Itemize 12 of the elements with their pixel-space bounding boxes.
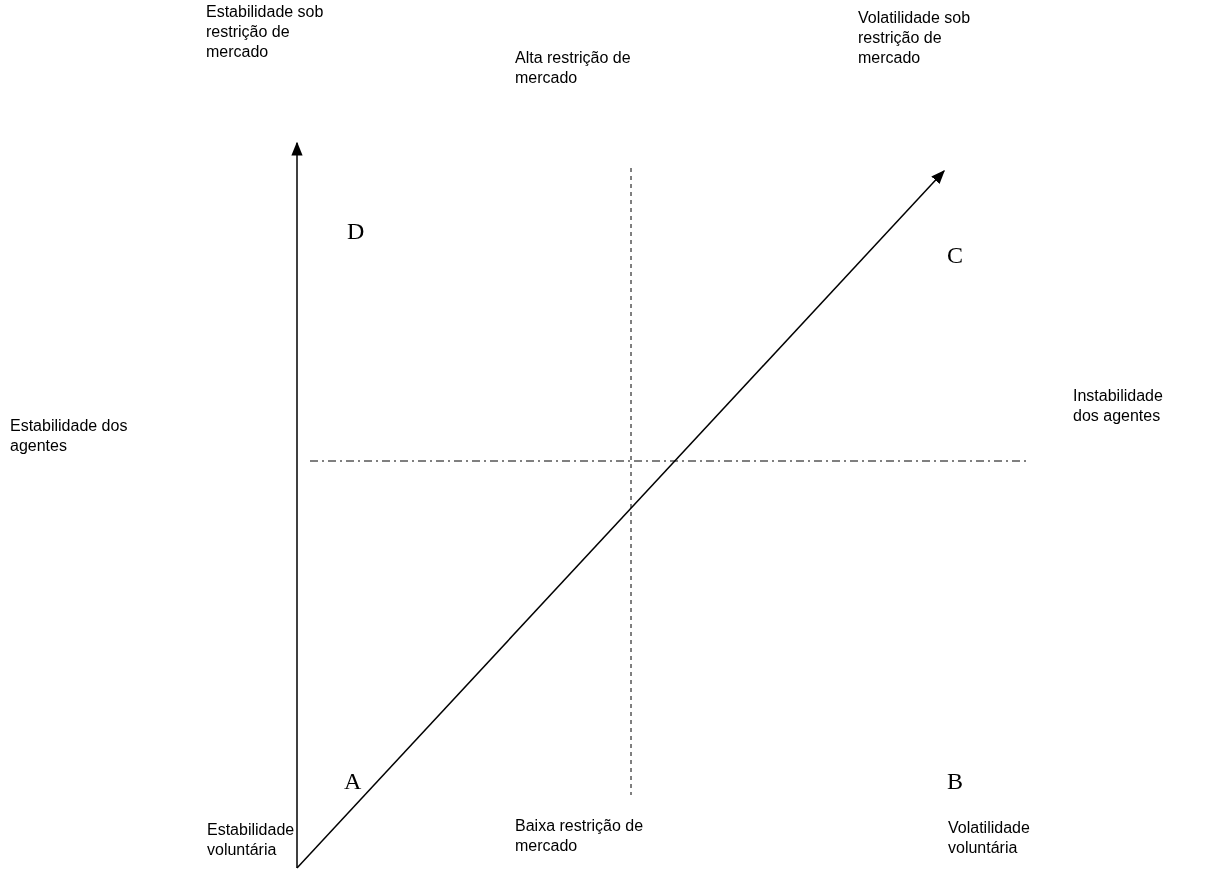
axis-label: Estabilidade voluntária: [207, 820, 296, 860]
axis-label: Estabilidade sob restrição de mercado: [206, 2, 325, 62]
axis-label: Estabilidade dos agentes: [10, 416, 129, 456]
quadrant-letter: A: [344, 768, 362, 794]
quadrant-letter: B: [947, 768, 963, 794]
axis-label: Volatilidade voluntária: [948, 818, 1031, 858]
axis-label: Instabilidade dos agentes: [1073, 386, 1164, 426]
region-label: Baixa restrição de mercado: [515, 816, 645, 856]
axis-label: Volatilidade sob restrição de mercado: [858, 8, 972, 68]
region-label: Alta restrição de mercado: [515, 48, 632, 88]
quadrant-letter: C: [947, 242, 963, 268]
quadrant-letter: D: [347, 218, 365, 244]
